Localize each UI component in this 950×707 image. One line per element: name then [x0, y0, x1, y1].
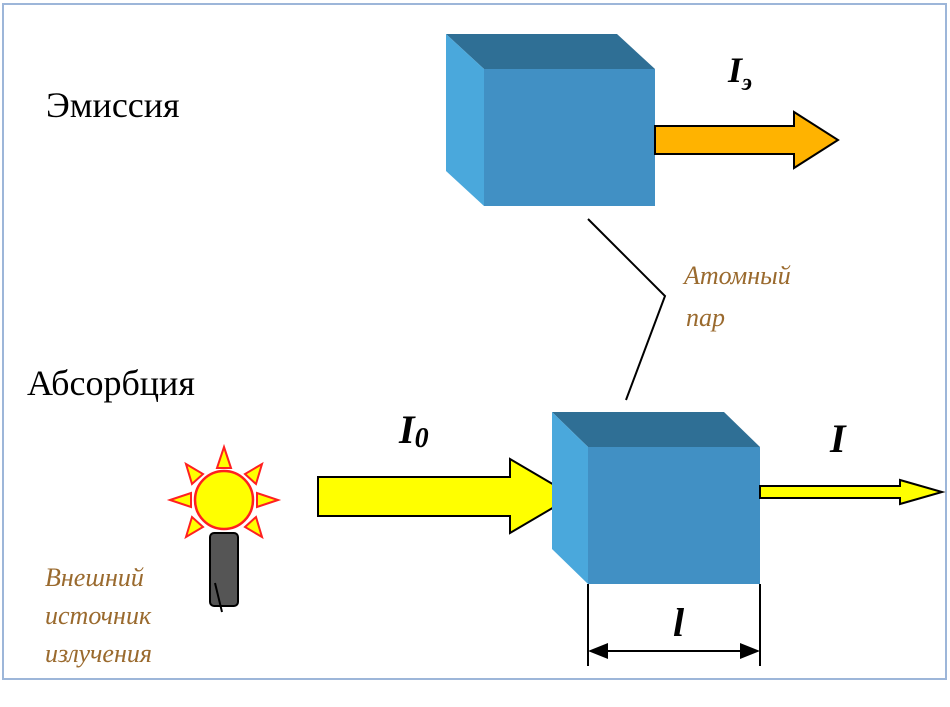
emission-cube-front — [484, 69, 655, 206]
emission-cube — [446, 34, 655, 206]
emission-arrow — [654, 110, 840, 170]
incident-arrow — [317, 457, 575, 535]
vapor-label-line2: пар — [686, 303, 725, 332]
transmitted-arrow — [759, 478, 946, 506]
lamp-body — [209, 532, 239, 607]
absorption-cube-top — [552, 412, 760, 447]
incident-intensity-symbol: I0 — [398, 407, 429, 454]
lamp-pointer-line — [214, 582, 223, 613]
emission-cube-side — [446, 34, 484, 206]
vapor-pointer-line — [587, 218, 667, 401]
emission-cube-top — [446, 34, 655, 69]
source-label-line2: источник — [45, 601, 152, 630]
transmitted-intensity-symbol: I — [829, 416, 847, 461]
path-length-symbol: l — [673, 600, 685, 645]
emission-intensity-symbol: Iэ — [727, 50, 752, 96]
source-label-line3: излучения — [45, 639, 152, 668]
absorption-cube — [552, 412, 760, 584]
vapor-label-line1: Атомный — [682, 261, 791, 290]
path-length-dimension — [587, 584, 761, 666]
absorption-cube-side — [552, 412, 588, 584]
absorption-label: Абсорбция — [27, 363, 195, 403]
sun-icon — [166, 443, 282, 540]
source-label-line1: Внешний — [45, 563, 144, 592]
absorption-cube-front — [588, 447, 760, 584]
emission-label: Эмиссия — [46, 85, 180, 125]
diagram-frame — [2, 3, 947, 680]
